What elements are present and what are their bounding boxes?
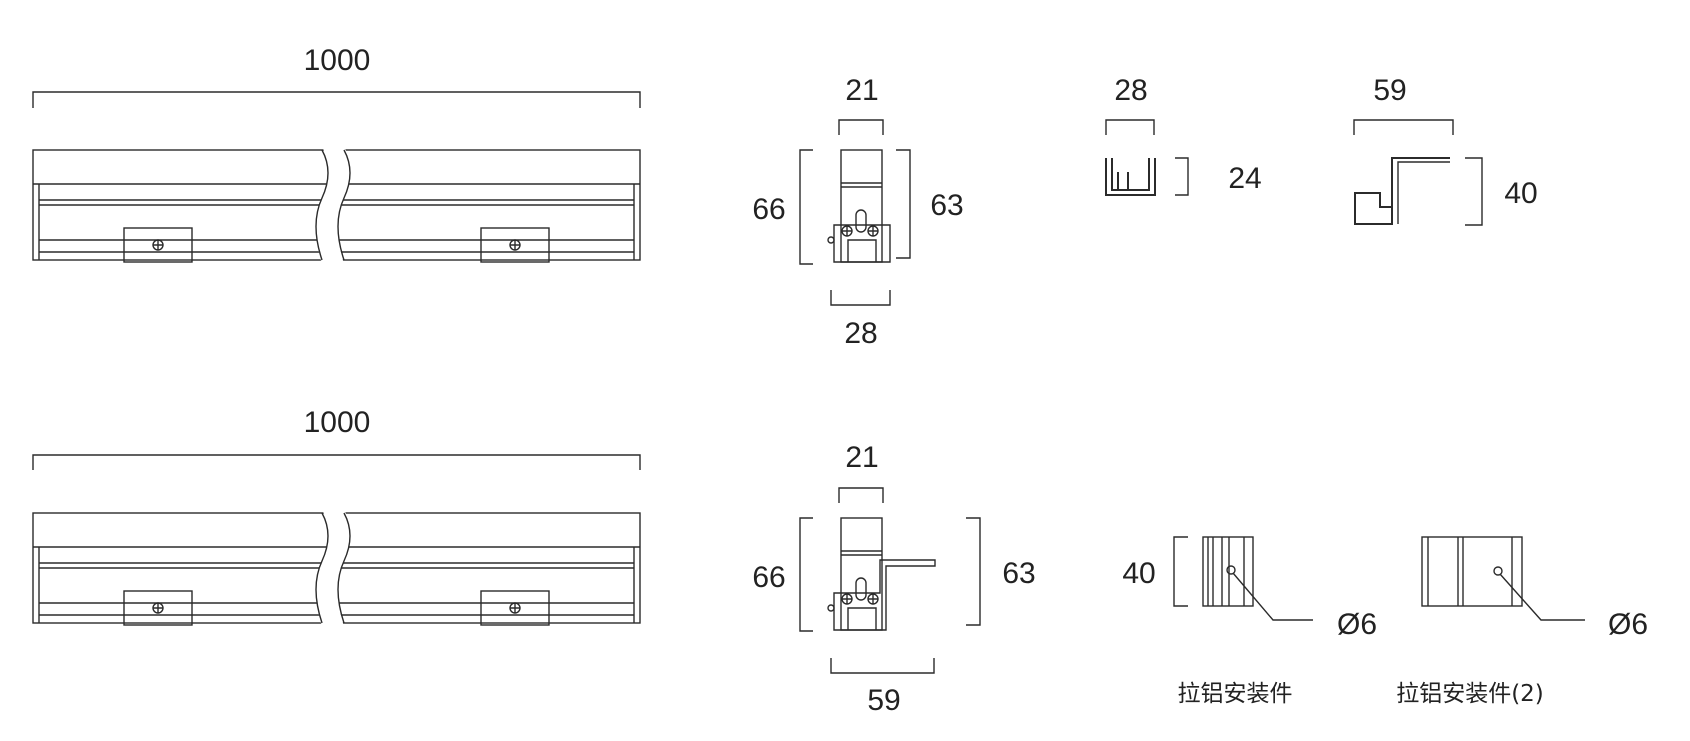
right-height-dimension-a: 63 [930, 189, 963, 222]
plate-b-caption: 拉铝安装件(2) [1396, 681, 1544, 707]
hook-bracket-section-b [833, 559, 936, 631]
hook-width-dimension: 59 [1373, 74, 1406, 107]
hole-icon [1226, 565, 1236, 575]
length-dimension-line-bottom [32, 454, 641, 470]
hook-bracket-shape [1354, 157, 1450, 225]
length-dimension-bottom: 1000 [304, 406, 371, 439]
clip-bracket: 28 24 [1105, 74, 1262, 196]
end-view-a: 21 66 63 28 [752, 74, 963, 350]
plate-height-dimension: 40 [1122, 557, 1155, 590]
clip-height-dimension: 24 [1228, 162, 1261, 195]
bottom-width-dimension-a: 28 [844, 317, 877, 350]
plate-b-body [1421, 536, 1523, 607]
hole-leader-a [1232, 572, 1313, 621]
length-dimension-line-top [32, 91, 641, 108]
top-width-dimension-b: 21 [845, 441, 878, 474]
left-height-dimension-a: 66 [752, 193, 785, 226]
bottom-width-dimension-b: 59 [867, 684, 900, 717]
plate-a-body [1202, 536, 1254, 607]
mounting-clip-right-top [480, 227, 550, 263]
pull-aluminum-plate-a: 40 Ø6 拉铝安装件 [1122, 536, 1377, 707]
break-gap-bottom [316, 509, 350, 627]
pull-aluminum-plate-b: Ø6 拉铝安装件(2) [1396, 536, 1648, 707]
hole-diameter-a: Ø6 [1337, 608, 1377, 641]
break-gap-top [316, 146, 350, 264]
plate-a-caption: 拉铝安装件 [1178, 681, 1293, 707]
mounting-clip-left-bottom [123, 590, 193, 626]
length-dimension-top: 1000 [304, 44, 371, 77]
mounting-clip-left-top [123, 227, 193, 263]
hook-height-dimension: 40 [1504, 177, 1537, 210]
hole-icon [1493, 566, 1503, 576]
hole-leader-b [1499, 573, 1585, 621]
profile-side-view-top: 1000 [32, 44, 641, 264]
right-height-dimension-b: 63 [1002, 557, 1035, 590]
left-height-dimension-b: 66 [752, 561, 785, 594]
mounting-clip-section-a [833, 224, 891, 263]
hole-diameter-b: Ø6 [1608, 608, 1648, 641]
clip-bracket-shape [1105, 158, 1156, 196]
end-view-b: 21 66 63 59 [752, 441, 1035, 717]
profile-side-view-bottom: 1000 [32, 406, 641, 627]
hook-bracket: 59 40 [1353, 74, 1538, 226]
top-width-dimension-a: 21 [845, 74, 878, 107]
clip-width-dimension: 28 [1114, 74, 1147, 107]
mounting-clip-right-bottom [480, 590, 550, 626]
